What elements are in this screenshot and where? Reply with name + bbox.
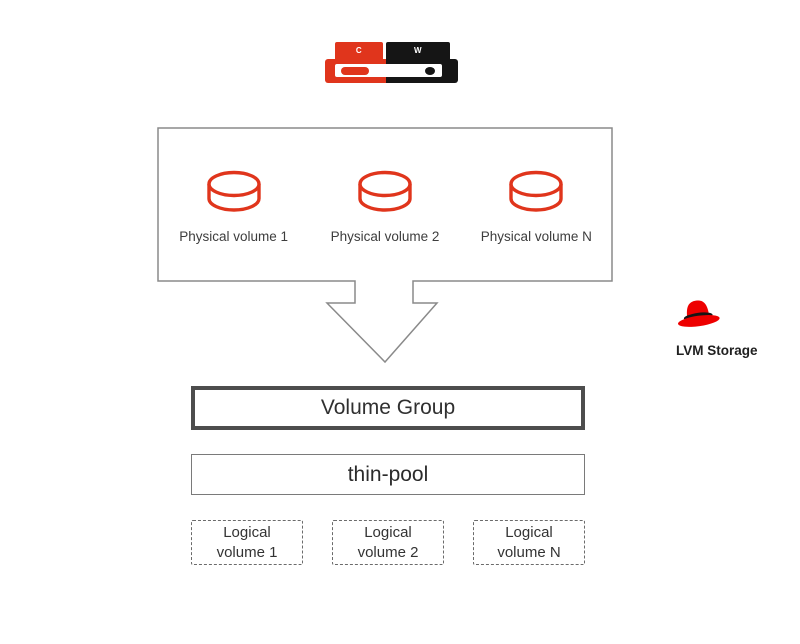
disk-icon	[509, 170, 564, 212]
thin-pool-label: thin-pool	[347, 462, 429, 486]
logical-volume-label-line2: volume 1	[216, 543, 278, 561]
logical-volume-label-line1: Logical	[364, 524, 412, 542]
lvm-storage-label: LVM Storage	[676, 343, 758, 358]
cluster-nodes-icon: C W	[325, 42, 458, 83]
worker-node-tab: W	[386, 42, 450, 59]
physical-volume-label: Physical volume 1	[179, 229, 289, 244]
disk-icon	[206, 170, 261, 212]
logical-volume-label-line2: volume N	[497, 543, 561, 561]
server-indicator-pill	[341, 66, 369, 75]
volume-group-box: Volume Group	[191, 386, 585, 430]
logical-volume-label-line1: Logical	[223, 524, 271, 542]
physical-volume-item: Physical volume 2	[309, 128, 460, 281]
worker-node-label: W	[413, 46, 423, 55]
logical-volume-box: Logical volume N	[473, 520, 585, 565]
physical-volume-label: Physical volume N	[480, 229, 592, 244]
physical-volumes-box-and-down-arrow-shape	[157, 127, 613, 364]
logical-volumes-row: Logical volume 1 Logical volume 2 Logica…	[191, 520, 585, 565]
logical-volume-box: Logical volume 2	[332, 520, 444, 565]
red-hat-fedora-icon	[678, 300, 720, 327]
thin-pool-box: thin-pool	[191, 454, 585, 495]
physical-volumes-group: Physical volume 1 Physical volume 2 Phys…	[158, 128, 612, 281]
server-slot	[335, 64, 442, 77]
server-body	[325, 59, 458, 83]
disk-icon	[358, 170, 412, 212]
physical-volume-item: Physical volume N	[461, 128, 612, 281]
physical-volume-item: Physical volume 1	[158, 128, 309, 281]
logical-volume-label-line2: volume 2	[357, 543, 419, 561]
logical-volume-label-line1: Logical	[505, 524, 553, 542]
control-plane-node-label: C	[355, 46, 363, 55]
volume-group-label: Volume Group	[320, 396, 456, 419]
physical-volume-label: Physical volume 2	[330, 229, 440, 244]
server-indicator-dot	[425, 66, 435, 75]
lvm-storage-branding: LVM Storage	[674, 296, 784, 358]
logical-volume-box: Logical volume 1	[191, 520, 303, 565]
control-plane-node-tab: C	[335, 42, 383, 59]
